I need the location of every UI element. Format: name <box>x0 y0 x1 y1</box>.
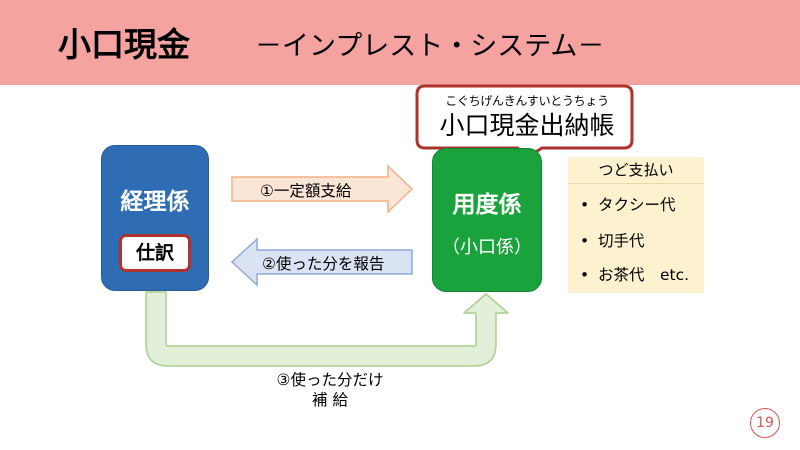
callout-text: 小口現金出納帳 <box>439 111 615 140</box>
list-item: • お茶代 etc. <box>580 263 689 285</box>
slide-title: 小口現金 <box>58 25 190 64</box>
bullet: • <box>580 196 590 214</box>
payments-box: つど支払い • タクシー代 • 切手代 • お茶代 etc. <box>568 157 704 293</box>
supply-arrow-label: ①一定額支給 <box>260 182 352 200</box>
list-item-text: お茶代 etc. <box>598 266 690 284</box>
report-arrow <box>230 237 413 287</box>
accounting-box: 経理係 仕訳 <box>101 145 209 291</box>
list-item-text: 切手代 <box>598 232 645 250</box>
replenish-arrow <box>145 291 509 367</box>
supplies-box: 用度係 （小口係） <box>432 148 542 292</box>
supply-arrow <box>231 164 414 214</box>
callout-ruby: こぐちげんきんすいとうちょう <box>445 94 609 108</box>
list-item-text: タクシー代 <box>598 196 676 214</box>
page-number: 19 <box>750 408 780 438</box>
journal-entry-badge: 仕訳 <box>119 234 191 272</box>
bullet: • <box>580 266 590 284</box>
title-bar <box>0 0 800 85</box>
replenish-label-line1: ③使った分だけ <box>276 371 384 389</box>
payments-header: つど支払い <box>568 157 704 184</box>
accounting-label: 経理係 <box>120 189 190 215</box>
replenish-label-line2: 補 給 <box>312 391 348 409</box>
slide-subtitle: －インプレスト・システム－ <box>255 31 605 62</box>
supplies-label: 用度係 <box>452 192 522 218</box>
bullet: • <box>580 232 590 250</box>
list-item: • タクシー代 <box>580 193 676 215</box>
list-item: • 切手代 <box>580 229 645 251</box>
report-arrow-label: ②使った分を報告 <box>262 255 385 273</box>
supplies-sublabel: （小口係） <box>442 237 532 258</box>
